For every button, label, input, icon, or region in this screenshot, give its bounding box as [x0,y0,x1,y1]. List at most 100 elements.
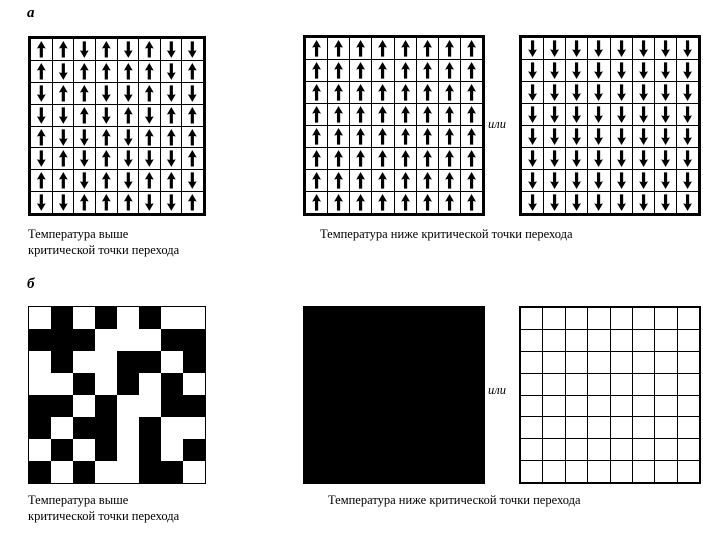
state-cell [394,307,417,329]
spin-cell [522,170,544,191]
arrow-up-icon [188,150,198,167]
arrow-up-icon [58,172,68,189]
state-cell [543,439,565,461]
spin-cell [654,104,676,125]
arrow-down-icon [80,128,89,146]
spin-cell [588,170,610,191]
spin-cell [31,126,52,148]
arrow-up-icon [400,194,410,211]
state-cell [95,307,117,329]
spin-cell [676,170,698,191]
state-cell [610,351,632,373]
state-cell [588,329,610,351]
state-cell [117,395,139,417]
state-cell [588,373,610,395]
arrow-up-icon [378,84,388,101]
state-cell [565,373,588,395]
state-cell [349,417,372,439]
state-cell [394,417,417,439]
arrow-down-icon [145,107,154,124]
arrow-down-icon [188,172,198,190]
state-cell [349,439,372,461]
spin-cell [372,38,394,59]
state-cell [183,417,205,439]
arrow-up-icon [312,84,321,101]
state-cell [349,373,372,395]
state-cell [139,373,161,395]
arrow-down-icon [166,85,176,102]
state-cell [304,439,327,461]
arrow-down-icon [616,106,626,123]
state-cell [349,395,372,417]
spin-cell [566,170,588,191]
arrow-down-icon [683,40,692,57]
arrow-down-icon [145,150,154,168]
arrow-down-icon [572,150,582,167]
state-cell [304,461,327,483]
arrow-down-icon [101,107,111,124]
arrow-down-icon [188,41,198,58]
spin-cell [372,82,394,103]
state-cell [161,373,183,395]
state-cell [632,308,655,329]
arrow-down-icon [528,194,537,211]
state-cell [588,417,610,439]
arrow-up-icon [188,106,198,124]
spin-cell [544,104,566,125]
state-cell [29,329,51,351]
spin-cell [438,60,460,81]
spin-cell [522,60,544,81]
state-cell [117,307,139,329]
spin-cell [306,170,328,191]
spin-cell [160,148,182,170]
arrow-down-icon [101,85,111,102]
state-cell [416,373,439,395]
spin-cell [676,126,698,147]
spin-cell [632,104,654,125]
state-cell [51,329,73,351]
spin-cell [95,60,117,82]
arrow-down-icon [528,106,537,123]
arrow-down-icon [80,150,89,168]
arrow-down-icon [166,150,176,168]
spin-cell [328,38,350,59]
state-cell [139,351,161,373]
state-cell [461,461,484,483]
state-cell [416,461,439,483]
arrow-down-icon [123,150,133,168]
state-cell [183,329,205,351]
state-cell [677,417,699,439]
state-cell [161,307,183,329]
arrow-up-icon [101,194,111,211]
spin-cell [460,104,482,125]
arrow-up-icon [101,150,111,167]
arrow-up-icon [444,128,454,145]
state-cell [588,351,610,373]
spin-cell [328,192,350,213]
spin-cell [460,82,482,103]
arrow-up-icon [312,172,321,189]
spin-cell [394,148,416,169]
arrow-down-icon [80,41,89,58]
state-cell [304,395,327,417]
arrow-up-icon [356,128,366,145]
spin-cell [139,82,160,104]
spin-cell [117,170,139,192]
state-cell [394,329,417,351]
arrow-up-icon [356,40,366,57]
state-cell [51,439,73,461]
state-cell [304,373,327,395]
state-cell [51,373,73,395]
arrow-down-icon [638,40,648,57]
state-cell [29,395,51,417]
state-cell [51,461,73,483]
arrow-down-icon [36,107,46,124]
state-cell [655,329,677,351]
spin-cell [566,38,588,59]
spin-cell [676,82,698,103]
state-cell [371,395,394,417]
spin-cell [160,39,182,60]
caption-below-critical-point-a: Температура ниже критической точки перех… [320,227,573,241]
panel-letter-b: б [27,276,35,292]
arrow-up-icon [400,172,410,189]
